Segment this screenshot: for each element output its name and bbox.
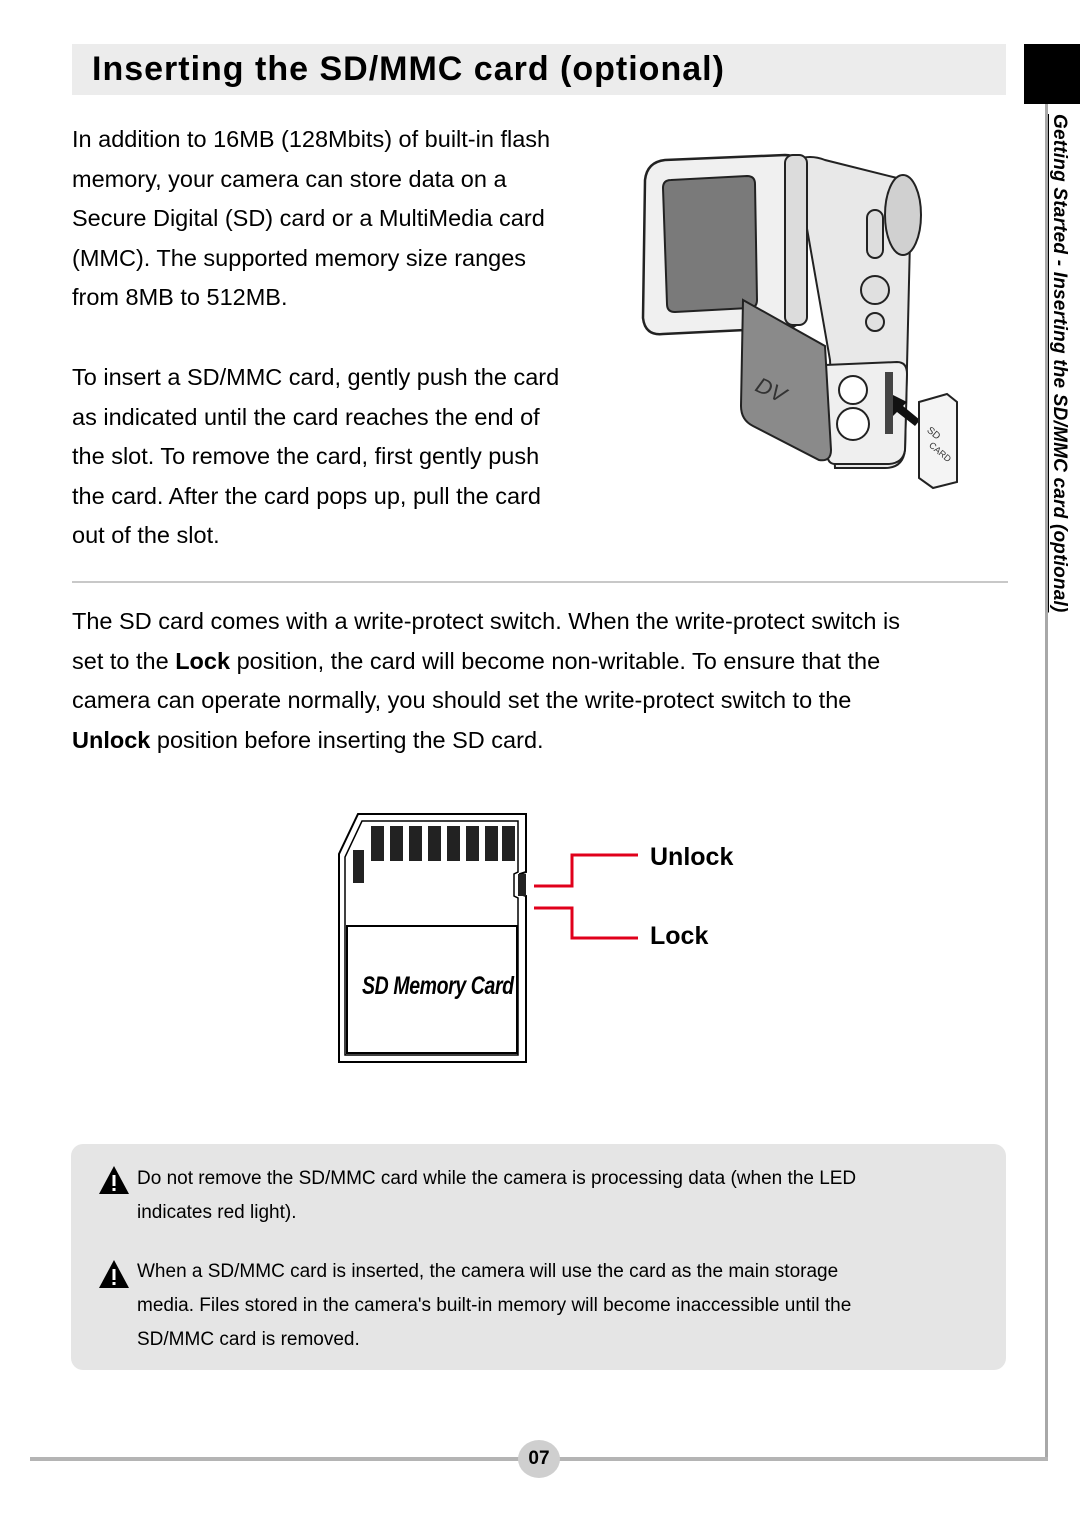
warning-icon [99, 1260, 129, 1288]
insert-line: the slot. To remove the card, first gent… [72, 443, 540, 470]
intro-line: In addition to 16MB (128Mbits) of built-… [72, 126, 551, 152]
note-line: media. Files stored in the camera's buil… [137, 1295, 852, 1316]
note-line: SD/MMC card is removed. [137, 1329, 360, 1350]
write-protect-paragraph: The SD card comes with a write-protect s… [72, 602, 900, 760]
lock-emphasis: Lock [175, 647, 231, 674]
unlock-indicator-line [534, 853, 638, 888]
intro-line: from 8MB to 512MB. [72, 284, 288, 311]
page-title: Inserting the SD/MMC card (optional) [92, 50, 725, 88]
intro-line: memory, your camera can store data on a [72, 165, 507, 192]
protect-line: camera can operate normally, you should … [72, 687, 852, 714]
insert-line: out of the slot. [72, 522, 220, 549]
side-section-label: Getting Started - Inserting the SD/MMC c… [1049, 114, 1070, 613]
chapter-tab [1024, 44, 1080, 104]
note-item: Do not remove the SD/MMC card while the … [137, 1162, 977, 1230]
intro-line: Secure Digital (SD) card or a MultiMedia… [72, 205, 545, 232]
protect-text: position, the card will become non-writa… [230, 647, 881, 674]
notes-box: Do not remove the SD/MMC card while the … [71, 1144, 1006, 1370]
intro-line: (MMC). The supported memory size ranges [72, 244, 527, 271]
unlock-label: Unlock [650, 843, 734, 871]
note-line: When a SD/MMC card is inserted, the came… [137, 1261, 839, 1282]
protect-text: position before inserting the SD card. [150, 726, 544, 753]
title-bar: Inserting the SD/MMC card (optional) [72, 44, 1006, 95]
sd-card-label: SD Memory Card [362, 972, 514, 1000]
protect-text: set to the [72, 647, 176, 674]
protect-line: Unlock position before inserting the SD … [72, 721, 900, 761]
side-rule [1045, 104, 1048, 1461]
page-number: 07 [518, 1440, 560, 1478]
camera-illustration: DV SD CARD [641, 153, 958, 490]
insert-line: the card. After the card pops up, pull t… [72, 482, 541, 509]
note-item: When a SD/MMC card is inserted, the came… [137, 1255, 977, 1357]
insert-paragraph: To insert a SD/MMC card, gently push the… [72, 358, 559, 556]
section-divider [72, 581, 1008, 583]
warning-icon [99, 1166, 129, 1194]
lock-label: Lock [650, 922, 709, 950]
note-line: indicates red light). [137, 1202, 297, 1223]
insert-line: as indicated until the card reaches the … [72, 403, 540, 430]
sd-card-diagram [338, 813, 638, 1063]
lock-indicator-line [534, 906, 638, 940]
protect-line: set to the Lock position, the card will … [72, 642, 900, 682]
intro-paragraph: In addition to 16MB (128Mbits) of built-… [72, 120, 550, 318]
note-line: Do not remove the SD/MMC card while the … [137, 1168, 857, 1189]
protect-line: The SD card comes with a write-protect s… [72, 608, 900, 634]
insert-line: To insert a SD/MMC card, gently push the… [72, 364, 560, 390]
unlock-emphasis: Unlock [72, 726, 151, 753]
